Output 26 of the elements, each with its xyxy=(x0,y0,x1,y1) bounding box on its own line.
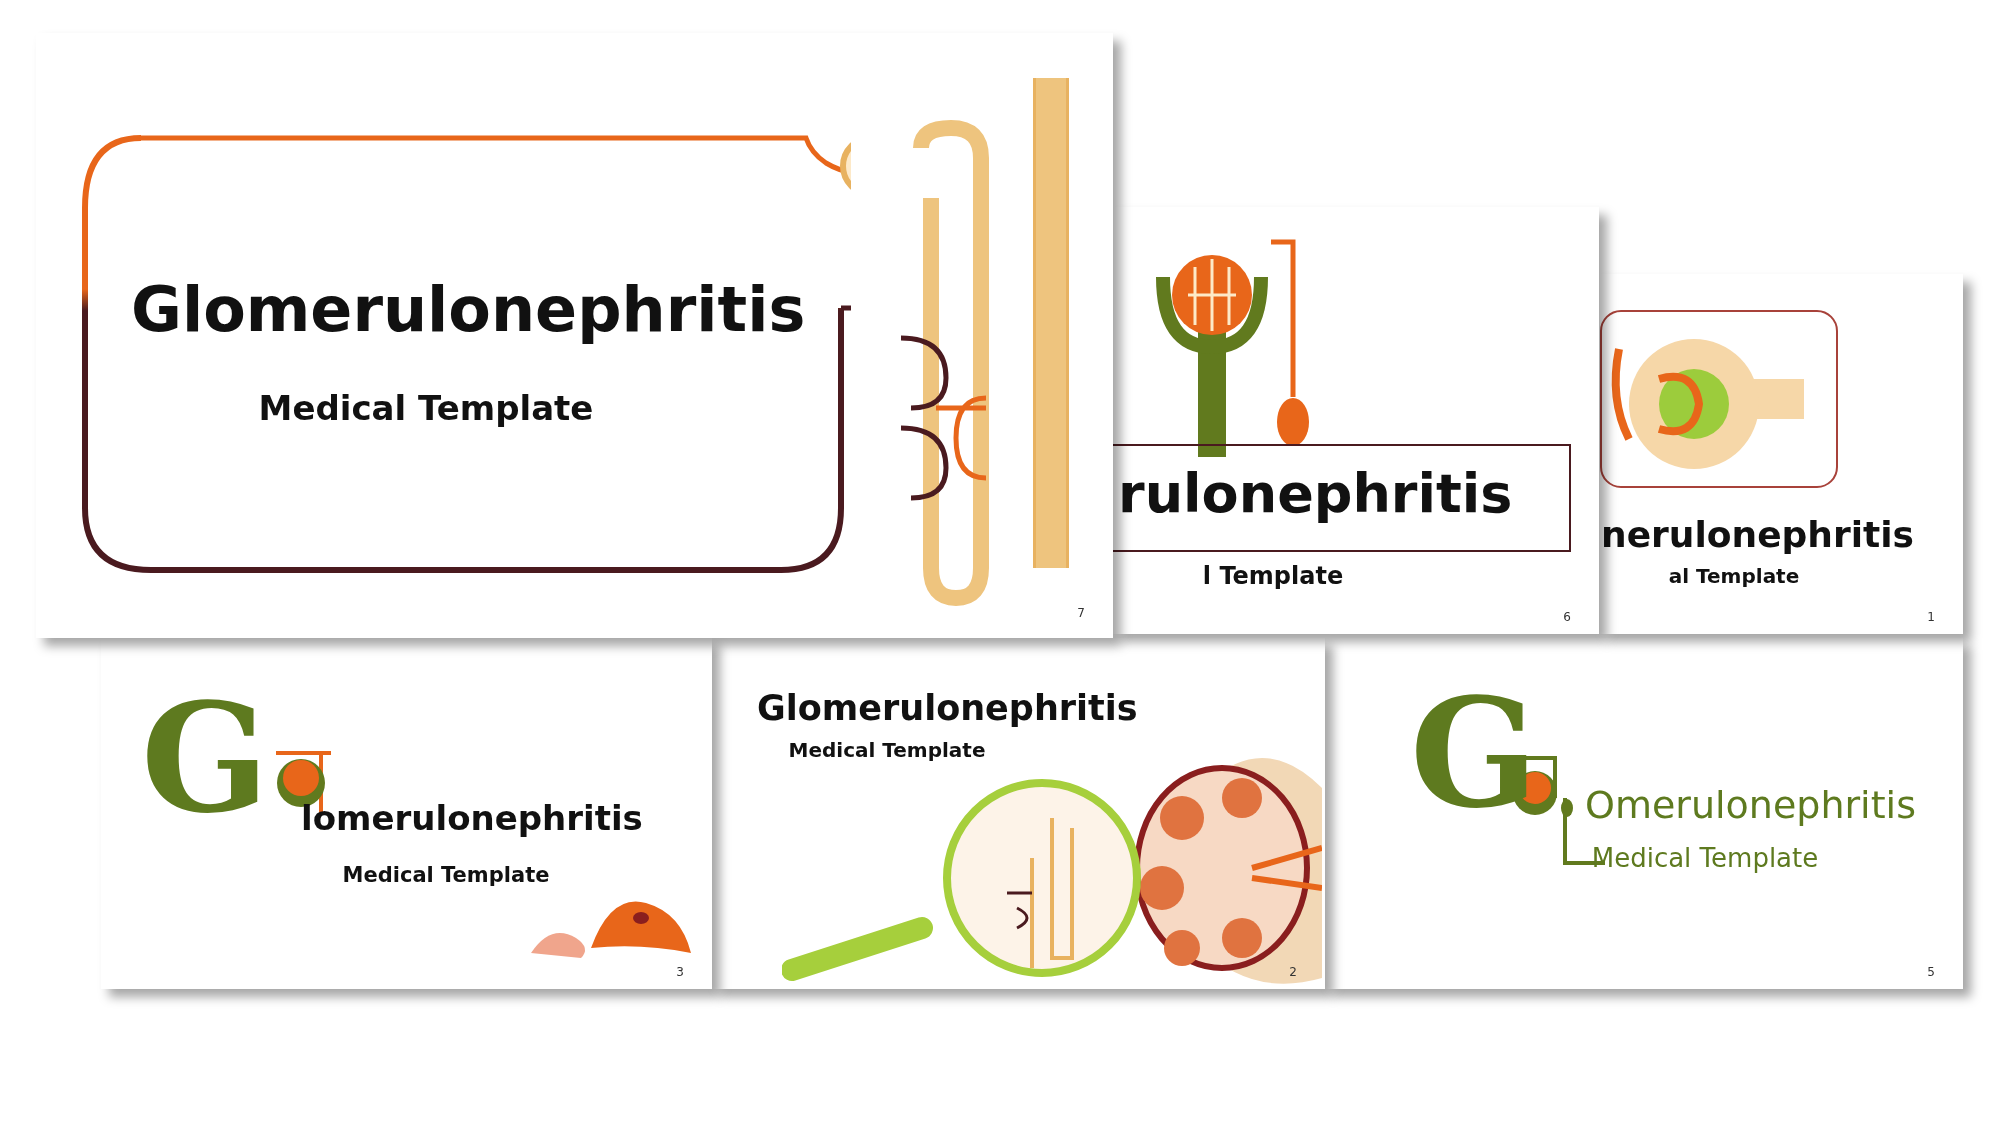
subtitle-text: Medical Template xyxy=(1590,843,1820,873)
page-number: 2 xyxy=(1289,965,1297,979)
slide-card xyxy=(101,638,712,989)
subtitle-text: Medical Template xyxy=(257,388,595,428)
page-number: 6 xyxy=(1563,610,1571,624)
slide-card xyxy=(36,33,1113,638)
subtitle-text: Medical Template xyxy=(341,863,551,887)
initial-letter: G xyxy=(1410,678,1539,828)
subtitle-text: al Template xyxy=(1667,564,1801,588)
page-number: 5 xyxy=(1927,965,1935,979)
page-number: 7 xyxy=(1077,606,1085,620)
slide-card xyxy=(712,638,1325,989)
title-text: rulonephritis xyxy=(1118,462,1513,525)
title-text: Glomerulonephritis xyxy=(131,273,806,346)
title-text: nerulonephritis xyxy=(1601,514,1914,555)
title-text: lomerulonephritis xyxy=(301,798,643,838)
initial-letter: G xyxy=(141,683,270,833)
slide-card xyxy=(1325,638,1963,989)
slide-card xyxy=(1599,274,1963,634)
page-number: 3 xyxy=(676,965,684,979)
subtitle-text: l Template xyxy=(1201,562,1345,590)
title-text: Omerulonephritis xyxy=(1585,783,1916,827)
page-number: 1 xyxy=(1927,610,1935,624)
subtitle-text: Medical Template xyxy=(787,738,987,762)
slide-card xyxy=(1113,207,1599,634)
title-text: Glomerulonephritis xyxy=(757,688,1138,728)
